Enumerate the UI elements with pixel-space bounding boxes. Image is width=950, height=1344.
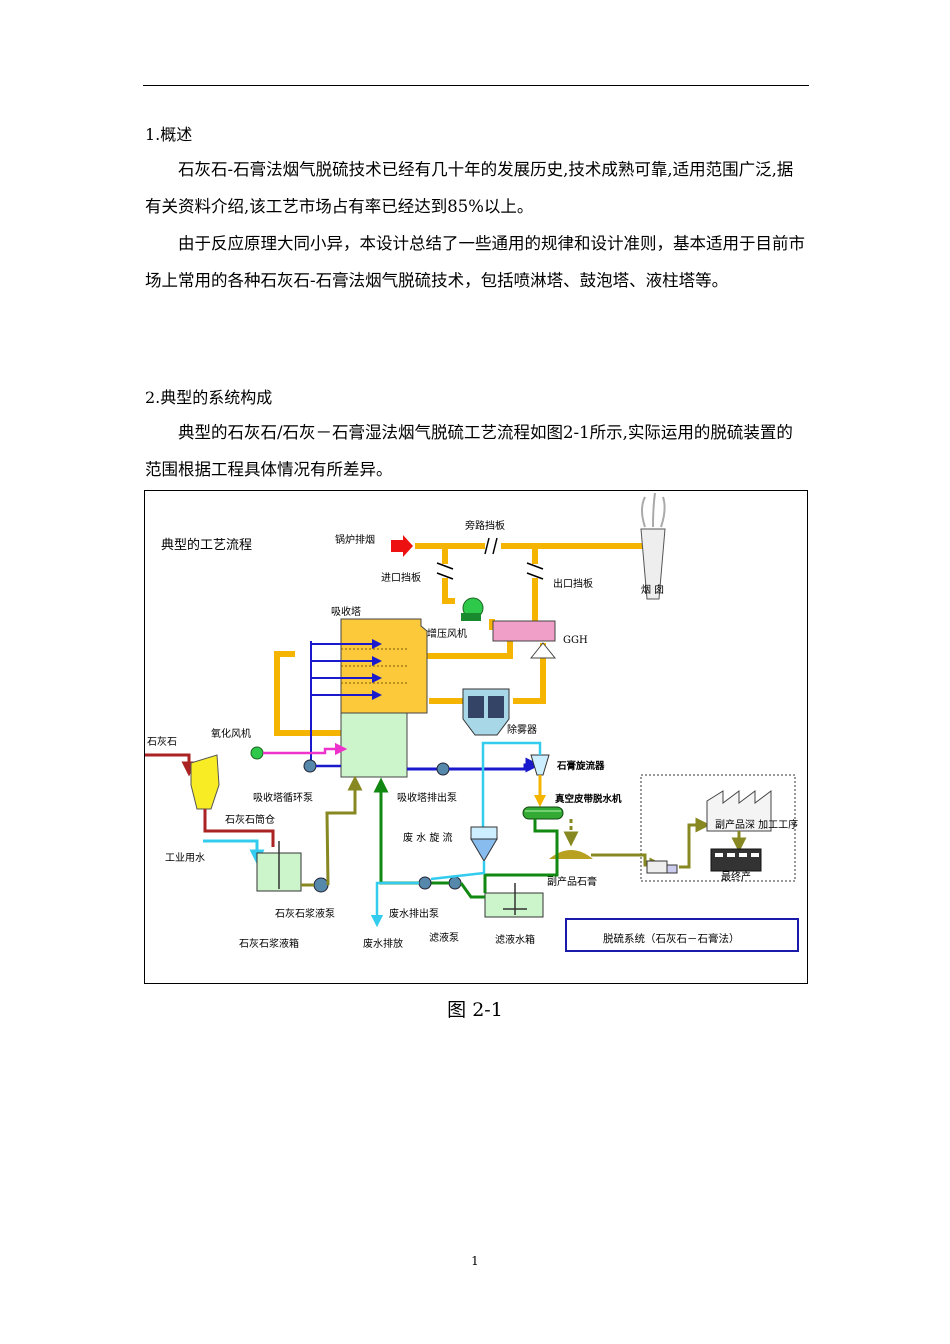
silo-outlet-line [203,809,275,847]
label-bypass-damper: 旁路挡板 [465,519,505,532]
label-system-name: 脱硫系统（石灰石－石膏法） [603,932,740,945]
filtrate-pump-icon [448,876,462,890]
outlet-damper-mark-1 [526,562,544,570]
wastewater-discharge-line [370,881,419,928]
truck-to-factory-line [679,817,711,869]
chimney [640,528,666,600]
wastewater-pump-icon [418,876,432,890]
absorber-discharge-pump-icon [436,762,450,776]
bypass-damper-mark-2 [492,537,498,555]
label-filtrate-pump: 滤液泵 [429,931,459,944]
label-absorber-discharge-pump: 吸收塔排出泵 [397,791,457,804]
belt-filtrate-line [483,819,559,893]
label-booster-fan: 增压风机 [427,627,467,640]
label-boiler-flue: 锅炉排烟 [335,533,375,546]
recirc-pump-icon [303,759,317,773]
spray-pattern [341,648,407,684]
process-flow-svg: 典型的工艺流程 [145,492,799,952]
filtrate-pump-suction [459,882,485,899]
label-wastewater-discharge: 废水排放 [363,937,403,950]
wastewater-cyclone-cone [470,838,498,862]
oxidation-fan-icon [250,746,264,760]
label-demister: 除雾器 [507,723,537,736]
final-product-blocks [710,848,762,872]
ggh-unit [492,620,556,642]
section-1-paragraph-2: 由于反应原理大同小异，本设计总结了一些通用的规律和设计准则，基本适用于目前市场上… [145,234,805,290]
chimney-smoke [641,492,666,528]
truck-cab-icon [666,864,678,874]
gypsum-cyclone-icon [530,754,550,776]
label-filtrate-tank: 滤液水箱 [495,933,535,946]
byproduct-box [640,774,796,882]
system-name-box [565,918,799,952]
process-water-line [203,839,265,865]
absorber-sump [340,712,408,778]
inlet-damper-mark-1 [436,562,454,570]
section-1-paragraph-1: 石灰石-石膏法烟气脱硫技术已经有几十年的发展历史,技术成熟可靠,适用范围广泛,据… [145,160,794,216]
flue-gas-ducts [274,543,643,736]
label-wastewater-cyclone: 废 水 旋 流 [403,831,453,844]
process-flow-diagram: 典型的工艺流程 [144,490,808,984]
label-byproduct-gypsum: 副产品石膏 [547,875,597,888]
label-vacuum-belt: 真空皮带脱水机 [555,793,622,805]
label-inlet-damper: 进口挡板 [381,571,421,584]
label-gypsum-cyclone: 石膏旋流器 [556,760,605,772]
page-number: 1 [471,1254,479,1268]
cyclone-overflow-line [481,741,542,827]
slurry-feed-line [325,775,363,886]
final-product-block-highlights [715,853,759,857]
wastewater-cyclone-top [470,826,498,840]
wastewater-line-1 [430,861,486,881]
label-ggh: GGH [563,635,588,646]
truck-icon [646,860,668,874]
diagram-title: 典型的工艺流程 [161,537,252,553]
label-process-water: 工业用水 [165,852,205,864]
spray-headers [310,639,382,763]
oxidation-air-line [263,742,348,756]
outlet-damper-mark-2 [526,572,544,580]
ggh-arrow [529,642,557,659]
gypsum-pile [549,850,593,859]
label-limestone-silo: 石灰石筒仓 [225,813,275,826]
label-wastewater-pump: 废水排出泵 [389,907,439,920]
label-limestone: 石灰石 [147,735,177,748]
label-limestone-slurry-tank: 石灰石浆液箱 [239,937,299,950]
limestone-silo [190,754,220,810]
factory-icon [706,790,772,832]
label-absorber: 吸收塔 [331,605,361,618]
discharge-line-2 [449,757,541,773]
section-2-heading: 2.典型的系统构成 [145,388,273,407]
filtrate-tank [484,892,544,918]
label-outlet-damper: 出口挡板 [553,577,593,590]
label-limestone-slurry-pump: 石灰石浆液泵 [275,907,335,920]
flue-inlet-arrow [391,535,413,557]
label-oxidation-fan: 氧化风机 [211,727,251,740]
section-2-paragraph-1: 典型的石灰石/石灰－石膏湿法烟气脱硫工艺流程如图2-1所示,实际运用的脱硫装置的… [145,423,793,479]
label-recirc-pump: 吸收塔循环泵 [253,791,313,804]
inlet-damper-mark-2 [436,572,454,580]
booster-fan-base [461,613,481,621]
diagram-labels: 锅炉排烟 旁路挡板 进口挡板 出口挡板 烟 囱 吸收塔 增压风机 GGH 除雾器… [147,519,798,950]
label-final-product: 最终产 [721,870,751,883]
header-rule [143,85,809,86]
demister-element-1 [468,696,484,718]
bypass-damper-mark-1 [484,537,490,555]
label-chimney: 烟 囱 [641,583,664,596]
figure-caption: 图 2-1 [447,999,503,1021]
section-1-heading: 1.概述 [145,125,193,144]
demister-element-2 [488,696,504,718]
limestone-slurry-pump-icon [313,877,329,893]
label-byproduct-processing: 副产品深 加工工序 [715,818,798,831]
vacuum-belt-icon [522,806,564,820]
limestone-feed-line [145,753,197,777]
